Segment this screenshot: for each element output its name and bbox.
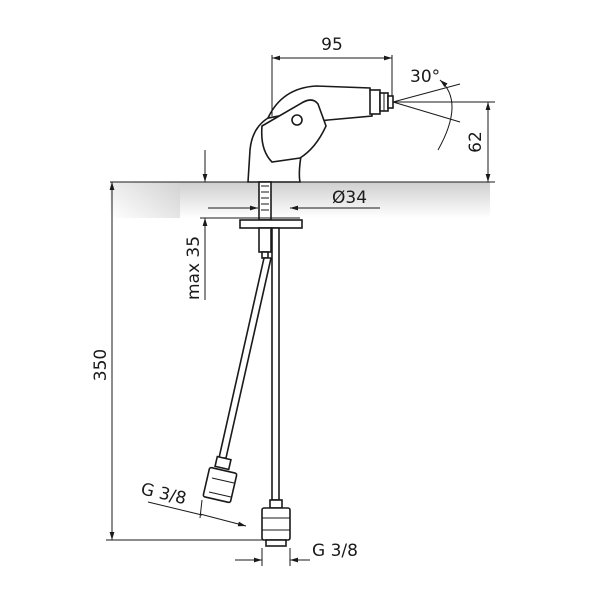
dimension-max-35-label: max 35: [184, 236, 204, 300]
faucet-body: [247, 85, 394, 183]
dimension-thread-right: G 3/8: [235, 541, 358, 566]
dimension-350: 350: [91, 182, 270, 541]
dimension-30-label: 30°: [410, 67, 440, 87]
dimension-62-label: 62: [466, 131, 486, 153]
counter-surface: [110, 181, 495, 218]
dimension-diameter-34-label: Ø34: [332, 188, 367, 208]
dimension-62: 62: [466, 102, 491, 182]
dimension-95: 95: [271, 35, 393, 116]
dimension-thread-right-label: G 3/8: [312, 541, 358, 561]
dimension-30-degree: 30°: [392, 67, 495, 151]
dimension-350-label: 350: [91, 349, 111, 381]
mounting-stud: [239, 181, 303, 259]
dimension-thread-left-label: G 3/8: [139, 479, 188, 509]
dimension-max-35: max 35: [184, 150, 300, 300]
hose-fittings: [202, 455, 291, 547]
dimension-diameter-34: Ø34: [208, 188, 380, 211]
dimension-95-label: 95: [321, 35, 343, 55]
